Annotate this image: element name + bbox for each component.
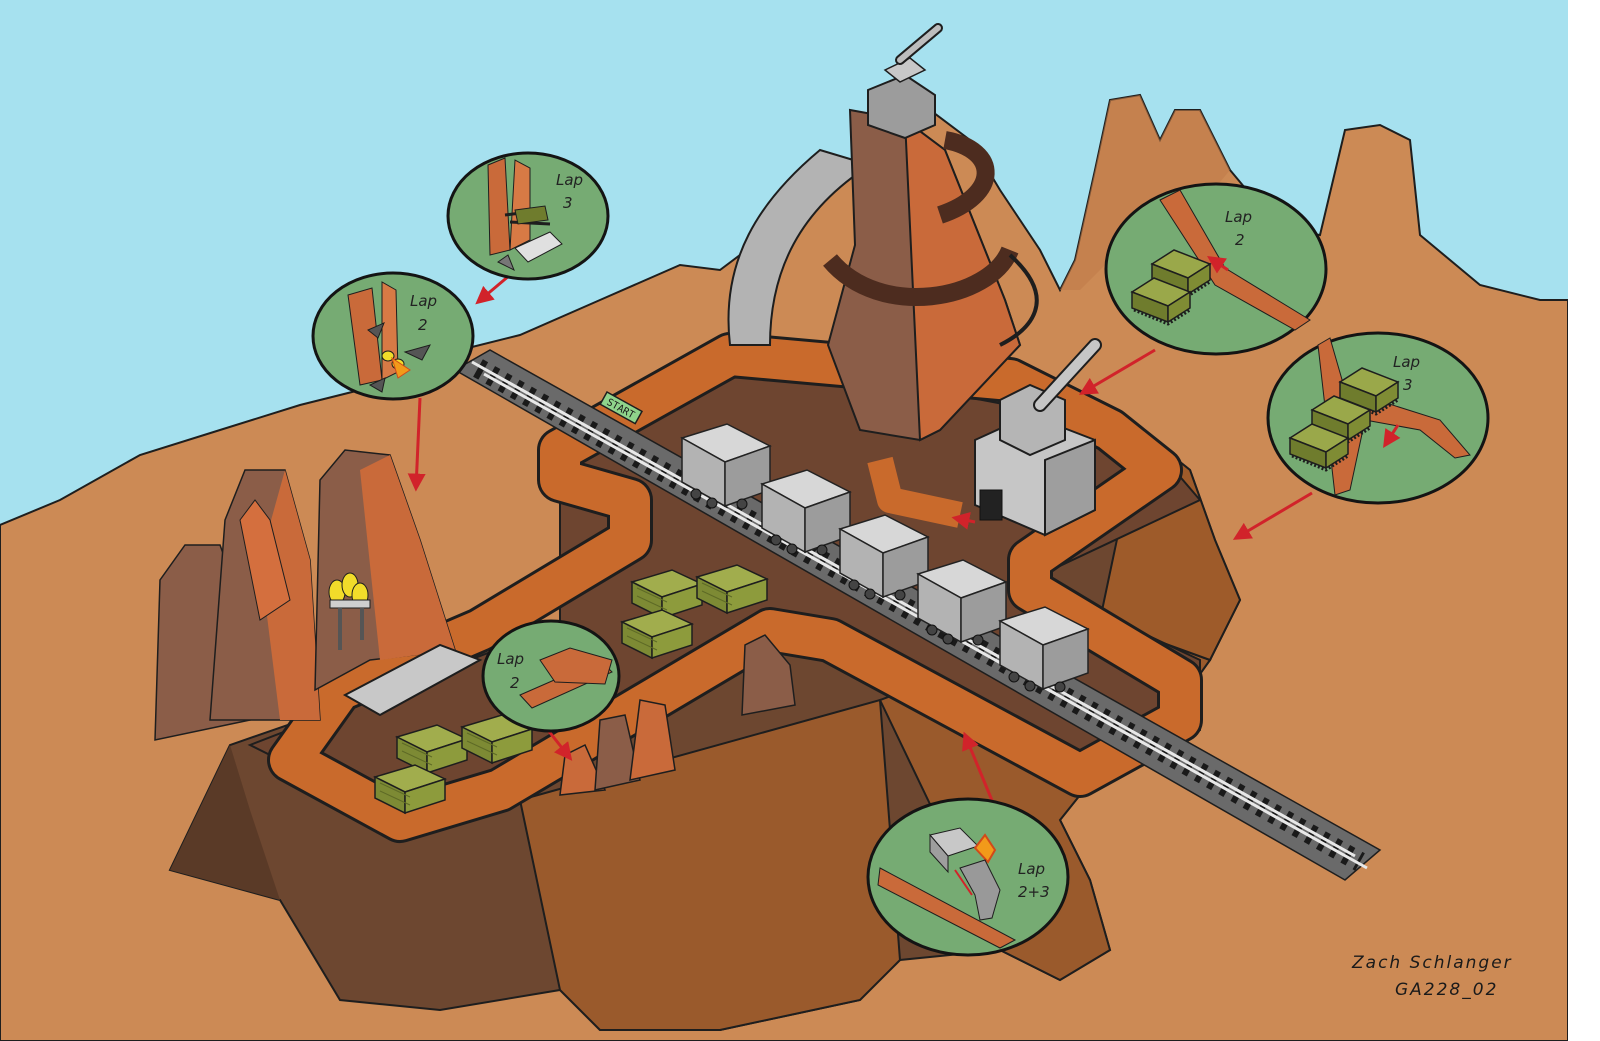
callout-lap-number: 2 [1235, 231, 1245, 249]
artist-credit: Zach Schlanger GA228_02 [1351, 953, 1513, 1000]
spiral-tower [727, 23, 1039, 442]
rock-pillars-left [154, 449, 456, 741]
callout-tanks-lap2: Lap 2 [1104, 182, 1328, 356]
callout-lap-label: Lap [410, 292, 437, 310]
mesa-shade [1060, 95, 1230, 290]
path-arrow [951, 511, 976, 530]
callout-lap-label: Lap [556, 171, 583, 189]
rocket-launcher [328, 572, 371, 650]
callout-lap-label: Lap [1018, 860, 1045, 878]
callout-lap-number: 2 [510, 674, 520, 692]
credit-code: GA228_02 [1395, 980, 1498, 1000]
road-spur [867, 456, 963, 528]
callout-cliff-lap2: Lap 2 [311, 271, 475, 401]
callout-tanks-lap3: Lap 3 [1266, 331, 1490, 505]
callout-lap-label: Lap [1393, 353, 1420, 371]
callout-lap-number: 2+3 [1018, 883, 1050, 901]
page-margin [1568, 0, 1600, 1041]
callout-cliff-lap3: Lap 3 [446, 151, 610, 281]
callout-lap-number: 3 [563, 194, 573, 212]
callout-lap-label: Lap [497, 650, 524, 668]
callout-rocks-lap2: Lap 2 [481, 619, 621, 733]
credit-author: Zach Schlanger [1351, 953, 1513, 973]
road-surface [270, 335, 1200, 840]
cannon-turret [974, 338, 1102, 537]
callout-lap-number: 2 [418, 316, 428, 334]
callout-mech-lap23: Lap 2+3 [866, 797, 1070, 957]
callout-lap-number: 3 [1403, 376, 1413, 394]
cliff-shade-left [170, 745, 280, 900]
bridge-ramp [342, 643, 483, 717]
callout-lap-label: Lap [1225, 208, 1252, 226]
